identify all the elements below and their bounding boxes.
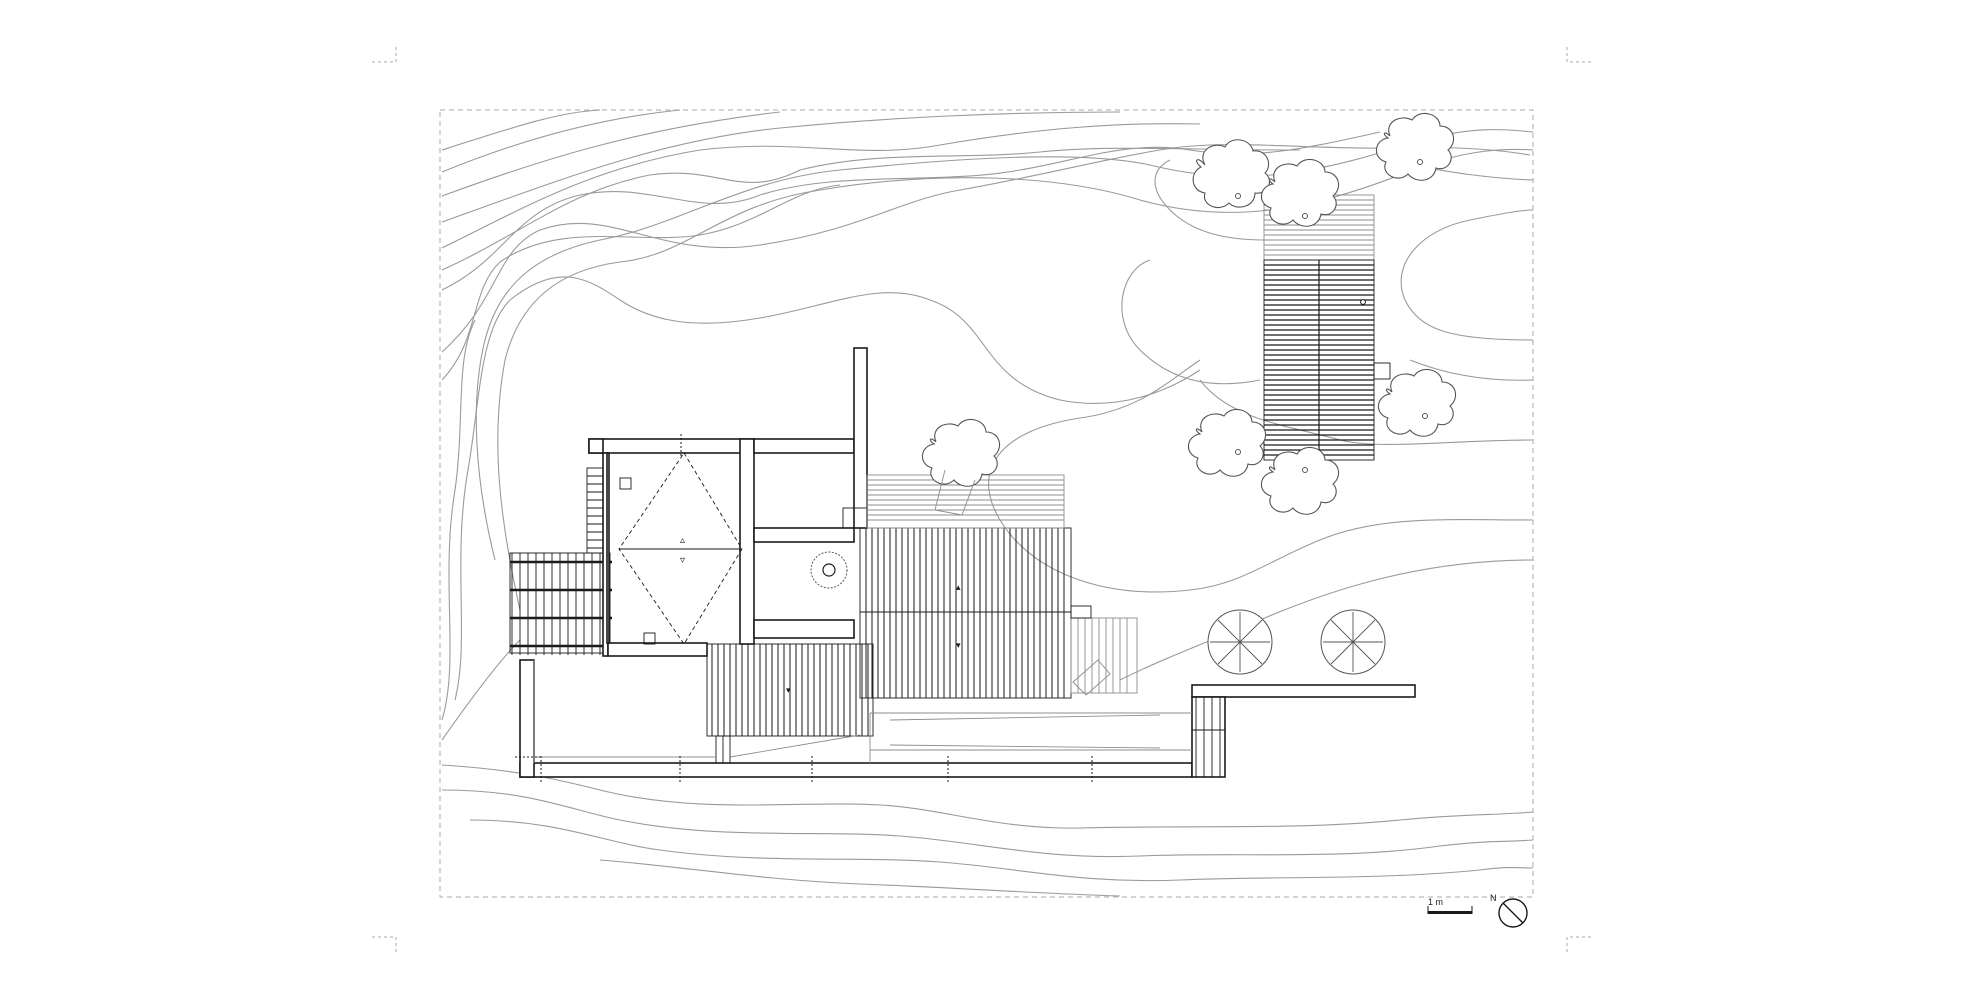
terrace-deck-east <box>1070 605 1138 696</box>
column-marker <box>643 632 656 645</box>
svg-text:▾: ▾ <box>786 686 791 696</box>
north-arrow-label: N <box>1490 893 1497 903</box>
tree-icon <box>1187 408 1267 477</box>
courtyard-tree-icon <box>810 551 848 589</box>
annex-building <box>1263 194 1391 461</box>
north-arrow-icon: N <box>1490 893 1528 928</box>
tree-icon <box>1377 368 1457 437</box>
svg-text:▾: ▾ <box>956 641 961 651</box>
starburst-tree-icon <box>1207 609 1273 675</box>
roof-slats-southwest: ▾ <box>706 643 874 764</box>
svg-text:▵: ▵ <box>680 535 685 546</box>
tree-icon <box>1260 158 1340 227</box>
tree-icon <box>1375 112 1455 181</box>
drawing-frame <box>439 109 1534 898</box>
tree-icon <box>921 418 1001 516</box>
crop-marks <box>372 46 1591 953</box>
tree-icon <box>1192 139 1270 208</box>
wall-section-marks <box>515 434 1093 784</box>
starburst-tree-icon <box>1320 609 1386 675</box>
pergola-west <box>509 552 612 655</box>
south-terrace-lines <box>533 660 1192 763</box>
svg-text:▴: ▴ <box>956 583 961 593</box>
roof-slats-central: ▴ ▾ <box>859 527 1072 699</box>
scale-bar: 1 m <box>1427 897 1473 914</box>
roof-hip-lines: ▵ ▿ <box>618 452 743 645</box>
tree-icon <box>1260 446 1340 515</box>
terrace-deck-north <box>866 474 1065 529</box>
main-house-walls <box>519 347 1416 778</box>
column-marker <box>619 477 632 490</box>
svg-text:▿: ▿ <box>680 555 685 566</box>
scale-bar-label: 1 m <box>1428 897 1443 907</box>
